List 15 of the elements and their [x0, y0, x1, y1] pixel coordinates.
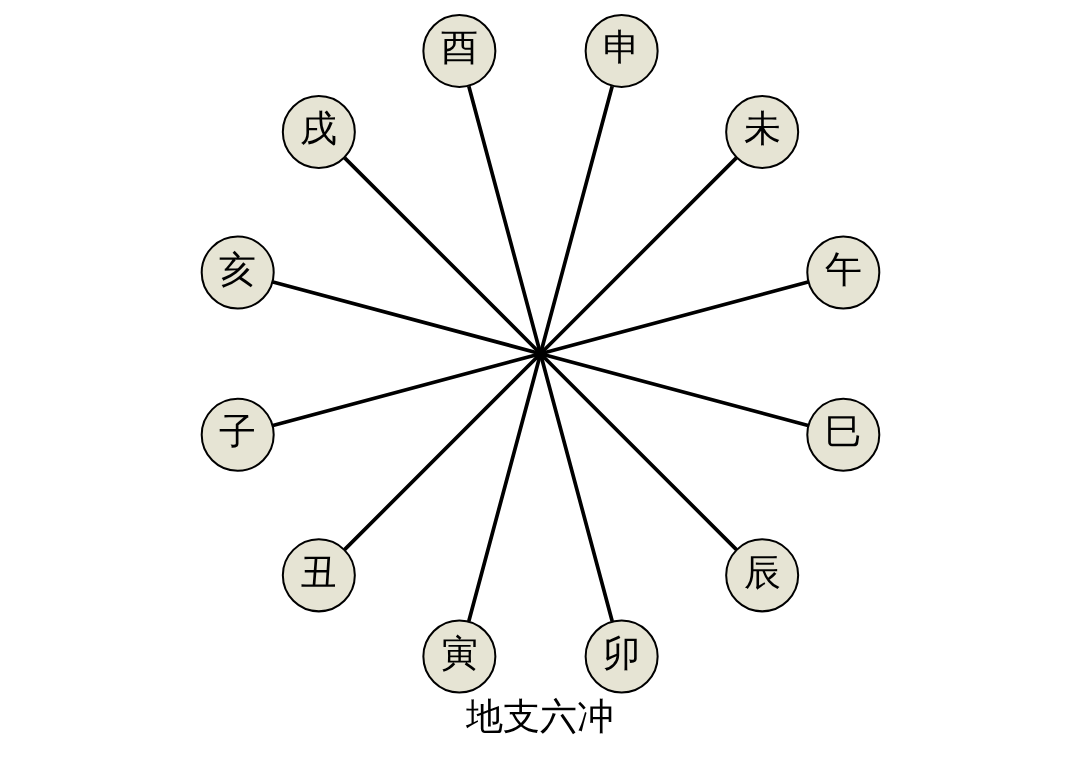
diagram-title: 地支六冲	[466, 694, 614, 738]
node-circle: 辰	[724, 538, 799, 613]
node-circle: 卯	[584, 619, 659, 694]
node-circle: 未	[724, 95, 799, 170]
node-circle: 申	[584, 13, 659, 88]
node-circle: 戌	[281, 95, 356, 170]
node-circle: 午	[805, 235, 880, 310]
connector	[466, 85, 614, 622]
node-circle: 子	[200, 397, 275, 472]
node-circle: 酉	[421, 13, 496, 88]
connector	[342, 156, 738, 551]
node-circle: 亥	[200, 235, 275, 310]
node-circle: 寅	[421, 619, 496, 694]
node-circle: 巳	[805, 397, 880, 472]
node-circle: 丑	[281, 538, 356, 613]
